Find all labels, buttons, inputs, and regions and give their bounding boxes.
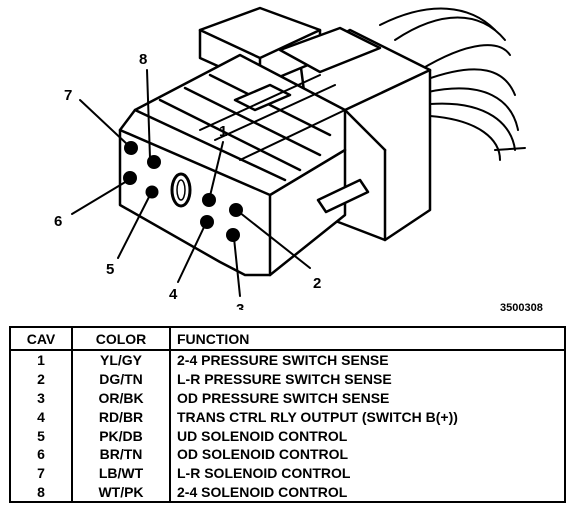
connector-diagram: 1 2 3 4 5 6 7 8 bbox=[54, 6, 526, 310]
color-cell: YL/GY bbox=[71, 350, 171, 370]
cav-cell: 2 bbox=[9, 369, 73, 389]
cav-cell: 3 bbox=[9, 388, 73, 408]
function-cell: L-R PRESSURE SWITCH SENSE bbox=[169, 369, 566, 389]
color-cell: RD/BR bbox=[71, 407, 171, 427]
table-row: 3 OR/BK OD PRESSURE SWITCH SENSE bbox=[9, 388, 566, 408]
header-function: FUNCTION bbox=[169, 326, 566, 351]
cavity-2 bbox=[229, 203, 243, 217]
color-cell: DG/TN bbox=[71, 369, 171, 389]
function-cell: UD SOLENOID CONTROL bbox=[169, 426, 566, 445]
pinout-table: CAV COLOR FUNCTION 1 YL/GY 2-4 PRESSURE … bbox=[9, 326, 566, 504]
color-cell: BR/TN bbox=[71, 444, 171, 464]
function-cell: 2-4 PRESSURE SWITCH SENSE bbox=[169, 350, 566, 370]
cavity-1 bbox=[202, 193, 216, 207]
table-row: 5 PK/DB UD SOLENOID CONTROL bbox=[9, 426, 566, 445]
color-cell: WT/PK bbox=[71, 482, 171, 504]
polarization-key bbox=[170, 172, 192, 208]
cavity-4 bbox=[200, 215, 214, 229]
callout-6: 6 bbox=[54, 213, 62, 230]
function-cell: L-R SOLENOID CONTROL bbox=[169, 463, 566, 483]
function-cell: 2-4 SOLENOID CONTROL bbox=[169, 482, 566, 504]
cav-cell: 5 bbox=[9, 426, 73, 445]
callout-1: 1 bbox=[219, 123, 227, 140]
color-cell: LB/WT bbox=[71, 463, 171, 483]
cav-cell: 7 bbox=[9, 463, 73, 483]
cav-cell: 1 bbox=[9, 350, 73, 370]
callout-2: 2 bbox=[313, 275, 321, 292]
table-row: 1 YL/GY 2-4 PRESSURE SWITCH SENSE bbox=[9, 350, 566, 370]
function-cell: OD PRESSURE SWITCH SENSE bbox=[169, 388, 566, 408]
color-cell: PK/DB bbox=[71, 426, 171, 445]
wire-bundle bbox=[379, 7, 526, 161]
cav-cell: 4 bbox=[9, 407, 73, 427]
table-row: 6 BR/TN OD SOLENOID CONTROL bbox=[9, 444, 566, 464]
function-cell: TRANS CTRL RLY OUTPUT (SWITCH B(+)) bbox=[169, 407, 566, 427]
function-cell: OD SOLENOID CONTROL bbox=[169, 444, 566, 464]
table-row: 7 LB/WT L-R SOLENOID CONTROL bbox=[9, 463, 566, 483]
color-cell: OR/BK bbox=[71, 388, 171, 408]
cavity-5 bbox=[145, 185, 159, 199]
cav-cell: 6 bbox=[9, 444, 73, 464]
table-header-row: CAV COLOR FUNCTION bbox=[9, 326, 566, 351]
figure-id: 3500308 bbox=[500, 302, 543, 314]
callout-7: 7 bbox=[64, 87, 72, 104]
leader-lines bbox=[71, 69, 311, 297]
cav-cell: 8 bbox=[9, 482, 73, 504]
table-row: 2 DG/TN L-R PRESSURE SWITCH SENSE bbox=[9, 369, 566, 389]
header-color: COLOR bbox=[71, 326, 171, 351]
table-row: 8 WT/PK 2-4 SOLENOID CONTROL bbox=[9, 482, 566, 504]
table-row: 4 RD/BR TRANS CTRL RLY OUTPUT (SWITCH B(… bbox=[9, 407, 566, 427]
callout-5: 5 bbox=[106, 261, 114, 278]
callout-8: 8 bbox=[139, 51, 147, 68]
cavity-3 bbox=[226, 228, 240, 242]
callout-3: 3 bbox=[236, 301, 244, 310]
header-cav: CAV bbox=[9, 326, 73, 351]
callout-4: 4 bbox=[169, 286, 178, 303]
